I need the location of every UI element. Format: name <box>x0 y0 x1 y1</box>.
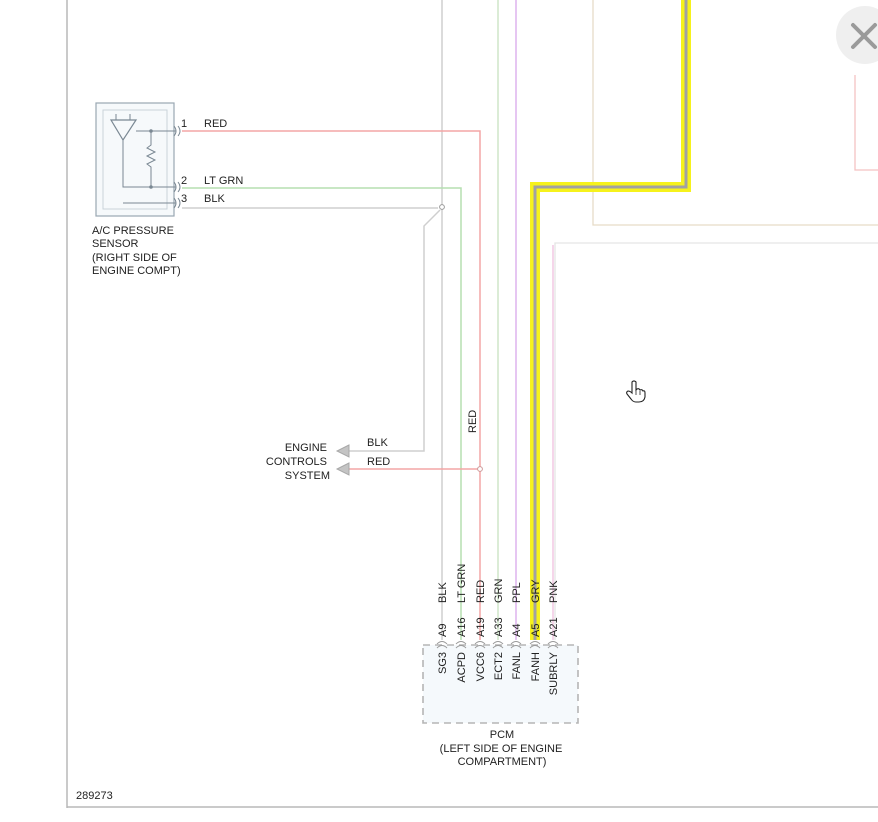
wire-gry <box>533 0 688 640</box>
sensor-pin-2-number: 2 <box>181 175 187 187</box>
close-button[interactable] <box>836 6 878 64</box>
pcm-pin-number-0: A9 <box>437 624 449 637</box>
pcm-label-line-1: PCM <box>490 729 514 741</box>
pcm-connector-box <box>422 644 579 724</box>
pcm-pin-function-6: SUBRLY <box>548 651 560 695</box>
red-wire-vertical-label: RED <box>467 410 479 433</box>
splice-blk <box>439 204 445 210</box>
engine-controls-wire-blk: BLK <box>367 437 388 449</box>
sensor-label-line-4: ENGINE COMPT) <box>92 265 181 277</box>
wire-faint-tan <box>592 0 878 226</box>
pcm-pin-function-0: SG3 <box>437 652 449 674</box>
pcm-pin-function-3: ECT2 <box>493 652 505 680</box>
engine-controls-arrow-red <box>335 462 350 476</box>
pcm-pin-function-1: ACPD <box>456 652 468 683</box>
engine-controls-label-line-2: CONTROLS <box>266 456 327 468</box>
sensor-pin-3-wire: BLK <box>204 193 225 205</box>
hand-pointer-icon <box>626 380 646 403</box>
pcm-pin-color-0: BLK <box>437 582 449 603</box>
splice-red <box>477 466 483 472</box>
pcm-pin-number-2: A19 <box>475 617 487 637</box>
wire-lt-grn <box>182 187 462 640</box>
pcm-pin-function-5: FANH <box>530 652 542 681</box>
pcm-pin-number-5: A5 <box>530 624 542 637</box>
sensor-pin-1-wire: RED <box>204 118 227 130</box>
pcm-pin-color-4: PPL <box>511 582 523 603</box>
sensor-pin-3-number: 3 <box>181 193 187 205</box>
engine-controls-label-line-3: SYSTEM <box>285 470 330 482</box>
wire-gry-highlight <box>530 0 691 640</box>
pcm-pin-color-6: PNK <box>548 580 560 603</box>
wire-blk-branch <box>348 209 441 452</box>
pcm-connector-marks <box>436 641 559 649</box>
pcm-pin-number-6: A21 <box>548 617 560 637</box>
pcm-pin-color-5: GRY <box>530 579 542 603</box>
engine-controls-arrow-blk <box>335 444 350 458</box>
figure-id: 289273 <box>76 790 113 802</box>
pcm-label-line-3: COMPARTMENT) <box>458 756 547 768</box>
pcm-label-line-2: (LEFT SIDE OF ENGINE <box>440 743 563 755</box>
wire-faint-red-right <box>854 75 878 171</box>
sensor-label-line-2: SENSOR <box>92 238 139 250</box>
sensor-pin-2-wire: LT GRN <box>204 175 243 187</box>
engine-controls-wire-red: RED <box>367 456 390 468</box>
sensor-label-line-1: A/C PRESSURE <box>92 225 174 237</box>
pcm-pin-color-2: RED <box>475 580 487 603</box>
ac-pressure-sensor <box>95 102 176 217</box>
pcm-pin-function-2: VCC6 <box>475 652 487 681</box>
sensor-label-line-3: (RIGHT SIDE OF <box>92 252 177 264</box>
engine-controls-label-line-1: ENGINE <box>285 442 327 454</box>
sensor-connector-marks <box>173 125 181 209</box>
pcm-pin-number-4: A4 <box>511 624 523 637</box>
close-icon <box>851 23 877 49</box>
wire-faint-gray-box <box>554 242 878 640</box>
sensor-pin-1-number: 1 <box>181 118 187 130</box>
pcm-pin-number-1: A16 <box>456 617 468 637</box>
pcm-pin-function-4: FANL <box>511 652 523 680</box>
pcm-pin-number-3: A33 <box>493 617 505 637</box>
pcm-pin-color-3: GRN <box>493 579 505 604</box>
pcm-pin-color-1: LT GRN <box>456 564 468 603</box>
